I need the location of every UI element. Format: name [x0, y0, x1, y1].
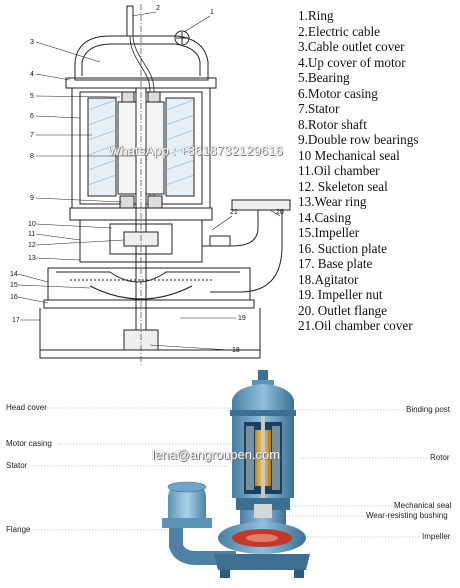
label-rotor: Rotor: [430, 453, 450, 462]
num-20: 20: [276, 209, 284, 216]
label-head-cover: Head cover: [6, 403, 47, 412]
num-19: 19: [238, 315, 246, 322]
cable-outlet-cover-part: [74, 35, 209, 81]
label-flange: Flange: [6, 525, 31, 534]
num-3: 3: [30, 39, 34, 46]
label-mechanical-seal: Mechanical seal: [394, 501, 452, 510]
legend-item: 1.Ring: [298, 8, 334, 23]
casing-part: [47, 267, 251, 301]
pump-cutaway-svg: [32, 370, 428, 578]
cable-part: [126, 5, 134, 37]
stator-right-part: [165, 97, 195, 197]
flange-shape: [162, 518, 212, 528]
legend-item: 8.Rotor shaft: [298, 116, 367, 132]
outlet-flange-part: [231, 199, 291, 211]
parts-legend: 1.Ring 2.Electric cable 3.Cable outlet c…: [298, 8, 458, 334]
legend-item: 10 Mechanical seal: [298, 147, 400, 163]
stator-left-part: [87, 97, 117, 197]
section-drawing: 1 2 3 4 5 6 7 8 9 10 11 12 13 14 15 16 1…: [10, 4, 458, 366]
legend-item: 7.Stator: [298, 101, 340, 116]
num-13: 13: [28, 255, 36, 262]
num-8: 8: [30, 153, 34, 160]
suction-plate-part: [43, 299, 255, 309]
legend-item: 16. Suction plate: [298, 240, 388, 256]
legend-item: 11.Oil chamber: [298, 163, 380, 178]
num-17: 17: [12, 317, 20, 324]
legend-item: 9.Double row bearings: [298, 132, 419, 147]
cutaway-illustration: Head cover Motor casing Stator Flange Bi…: [0, 370, 460, 583]
num-15: 15: [10, 282, 18, 289]
legend-item: 14.Casing: [298, 209, 352, 225]
legend-item: 5.Bearing: [298, 70, 350, 85]
num-18: 18: [232, 347, 240, 354]
legend-item: 18.Agitator: [298, 271, 359, 287]
num-4: 4: [30, 71, 34, 78]
whatsapp-watermark: WhatsApp : +8618732129616: [108, 143, 283, 158]
num-2: 2: [156, 5, 160, 12]
num-9: 9: [30, 195, 34, 202]
num-11: 11: [28, 231, 35, 238]
num-16: 16: [10, 294, 18, 301]
email-watermark: lena@angroupen.com: [152, 447, 281, 462]
num-14: 14: [10, 271, 18, 278]
base-plate-part: [39, 308, 261, 359]
legend-item: 6.Motor casing: [298, 85, 378, 101]
label-wear-bushing: Wear-resisting bushing: [366, 511, 448, 520]
legend-item: 12. Skeleton seal: [298, 178, 388, 194]
label-impeller: Impeller: [422, 532, 451, 541]
legend-item: 21.Oil chamber cover: [298, 318, 413, 333]
legend-item: 19. Impeller nut: [298, 287, 383, 302]
label-motor-casing: Motor casing: [6, 439, 52, 448]
legend-item: 3.Cable outlet cover: [298, 39, 405, 54]
num-5: 5: [30, 93, 34, 100]
legend-item: 20. Outlet flange: [298, 302, 387, 318]
num-1: 1: [210, 9, 214, 16]
head-cover-shape: [232, 384, 294, 410]
num-10: 10: [28, 221, 36, 228]
legend-item: 15.Impeller: [298, 225, 360, 240]
num-12: 12: [28, 242, 36, 249]
legend-item: 4.Up cover of motor: [298, 54, 406, 70]
num-6: 6: [30, 113, 34, 120]
num-21: 21: [230, 209, 238, 216]
num-7: 7: [30, 132, 34, 139]
label-stator: Stator: [6, 461, 28, 470]
legend-item: 17. Base plate: [298, 256, 373, 271]
legend-item: 13.Wear ring: [298, 194, 367, 209]
legend-item: 2.Electric cable: [298, 23, 381, 39]
label-binding-post: Binding post: [406, 405, 451, 414]
pump-section-svg: 1 2 3 4 5 6 7 8 9 10 11 12 13 14 15 16 1…: [10, 4, 291, 366]
mechanical-seal-shape: [254, 504, 272, 518]
